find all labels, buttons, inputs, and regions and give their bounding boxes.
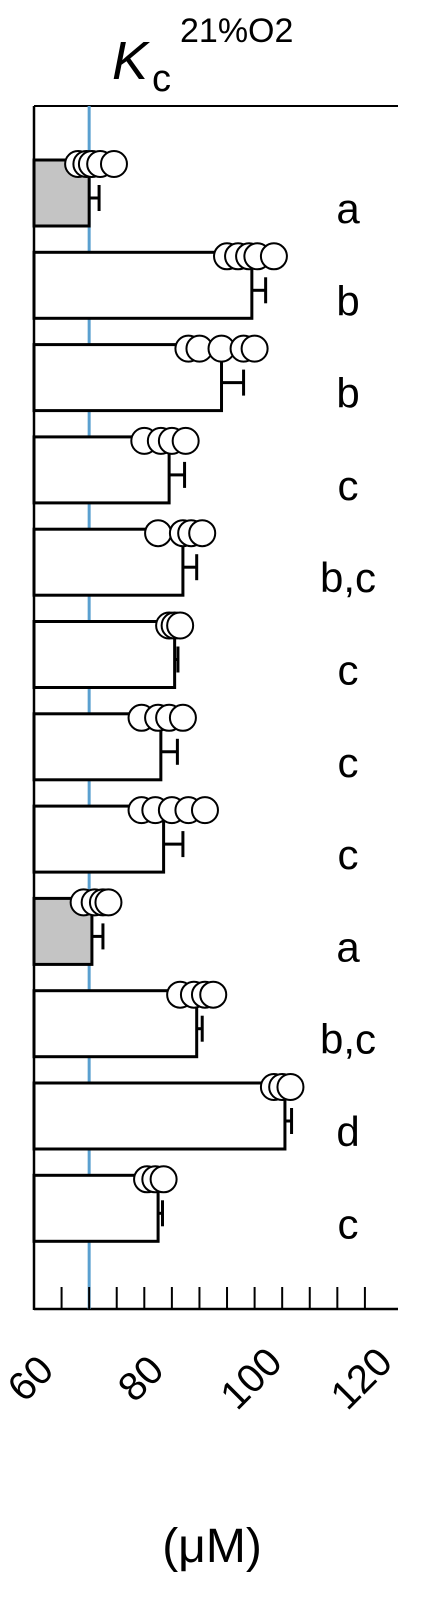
significance-label-9: a [336, 923, 360, 970]
data-point [171, 426, 200, 455]
bar-6 [32, 620, 177, 689]
bar-7 [32, 712, 163, 782]
error-bars-layer [89, 185, 294, 1227]
data-point [99, 150, 128, 178]
data-point [188, 519, 217, 548]
points-group-1 [64, 150, 128, 178]
significance-label-11: d [336, 1108, 359, 1155]
significance-label-8: c [338, 831, 359, 878]
points-layer [64, 150, 305, 1194]
significance-label-4: c [338, 462, 359, 509]
points-group-5 [144, 519, 217, 548]
bar-2 [32, 250, 254, 320]
points-group-7 [127, 703, 197, 732]
error-bar-5 [182, 554, 199, 581]
data-point [259, 242, 288, 271]
error-bar-11 [284, 1108, 294, 1134]
points-group-6 [155, 611, 195, 640]
bar-11 [32, 1081, 287, 1151]
error-bar-12 [158, 1200, 165, 1227]
error-bar-8 [163, 831, 185, 858]
significance-label-12: c [338, 1200, 359, 1247]
data-point [276, 1073, 305, 1101]
x-tick-label: 80 [110, 1348, 173, 1411]
significance-label-10: b,c [320, 1016, 376, 1063]
points-group-3 [174, 334, 269, 363]
data-point [94, 888, 123, 917]
significance-label-7: c [338, 739, 359, 786]
x-tick-label: 60 [0, 1348, 62, 1411]
chart-title: K c 21%O2 [112, 12, 293, 100]
error-bar-3 [221, 369, 246, 396]
chart-title-subscript: c [152, 58, 171, 100]
points-group-10 [166, 980, 228, 1009]
x-ticks-layer: 60 80 100 120 [0, 1287, 401, 1418]
error-bar-7 [160, 738, 179, 765]
chart-title-superscript: 21%O2 [180, 12, 293, 50]
significance-label-5: b,c [320, 554, 376, 601]
data-point [240, 334, 269, 363]
points-group-11 [259, 1073, 305, 1101]
significance-label-1: a [336, 185, 360, 232]
error-bar-2 [251, 277, 268, 304]
points-group-9 [69, 888, 123, 917]
chart-title-main: K [112, 31, 150, 91]
x-tick-label: 100 [212, 1340, 290, 1418]
points-group-12 [133, 1165, 178, 1194]
error-bar-10 [196, 1015, 204, 1042]
significance-label-2: b [336, 277, 359, 324]
bars-layer [32, 158, 287, 1243]
data-point [144, 519, 173, 548]
significance-label-3: b [336, 370, 359, 417]
points-group-8 [127, 796, 219, 825]
data-point [168, 703, 197, 732]
data-point [149, 1165, 178, 1194]
data-point [166, 611, 195, 640]
error-bar-9 [91, 923, 105, 950]
error-bar-1 [89, 185, 101, 211]
data-point [190, 796, 219, 825]
significance-label-6: c [338, 647, 359, 694]
x-tick-label: 120 [323, 1340, 401, 1418]
points-group-4 [130, 426, 200, 455]
error-bar-4 [169, 461, 187, 488]
data-point [199, 980, 228, 1009]
points-group-2 [213, 242, 288, 271]
error-bar-6 [174, 646, 180, 673]
x-axis-label: (μM) [162, 1520, 262, 1573]
